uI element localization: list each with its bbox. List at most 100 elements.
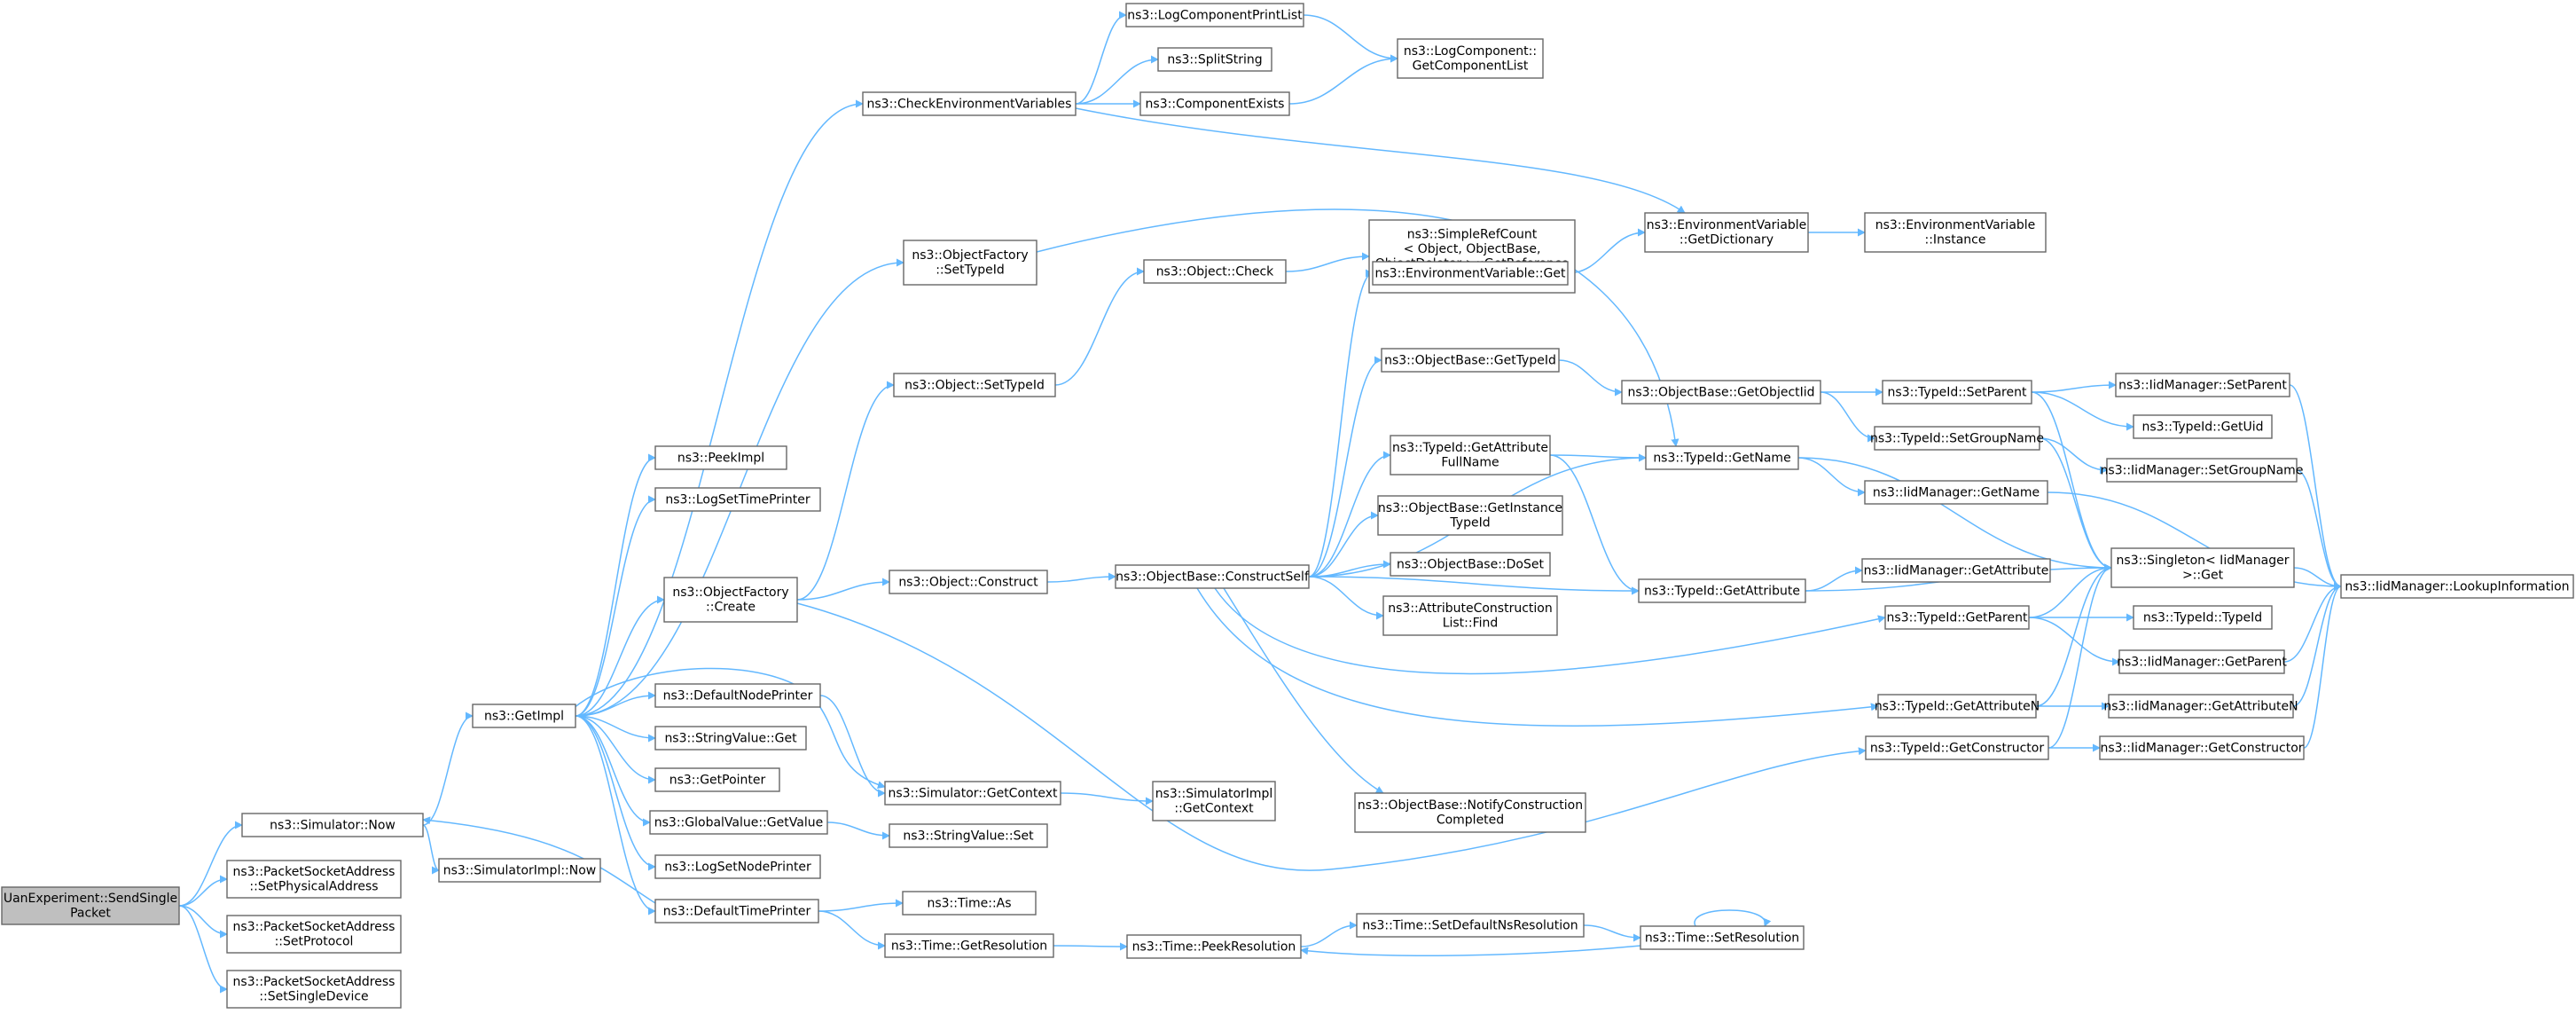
node-box: [1356, 913, 1585, 938]
node-iidsetparent[interactable]: ns3::IidManager::SetParent: [2115, 373, 2290, 397]
node-splitstring[interactable]: ns3::SplitString: [1157, 47, 1272, 72]
edge-typeidsetparent-to-typeidgetuid: [2031, 391, 2134, 431]
node-box: [1882, 380, 2032, 405]
node-typeidgetattrn[interactable]: ns3::TypeId::GetAttributeN: [1875, 694, 2040, 719]
node-label: ns3::DefaultNodePrinter: [663, 688, 813, 703]
node-checkenv[interactable]: ns3::CheckEnvironmentVariables: [862, 91, 1077, 116]
node-logsettimeprinter[interactable]: ns3::LogSetTimePrinter: [654, 487, 821, 512]
node-logsetnodeprinter[interactable]: ns3::LogSetNodePrinter: [654, 854, 821, 879]
node-logcompprintlist[interactable]: ns3::LogComponentPrintList: [1125, 3, 1304, 28]
node-label: ns3::Object::Construct: [898, 575, 1038, 589]
node-box: [1861, 558, 2051, 583]
node-typeidtypeid[interactable]: ns3::TypeId::TypeId: [2133, 605, 2273, 630]
node-objfactsettypeid[interactable]: ns3::ObjectFactory::SetTypeId: [903, 240, 1037, 286]
node-iidgetname[interactable]: ns3::IidManager::GetName: [1864, 480, 2048, 505]
node-objfactcreate[interactable]: ns3::ObjectFactory::Create: [663, 577, 798, 623]
node-objconstruct[interactable]: ns3::Object::Construct: [889, 570, 1048, 594]
node-iidgetattr[interactable]: ns3::IidManager::GetAttribute: [1861, 558, 2051, 583]
node-label: ns3::PeekImpl: [677, 451, 764, 465]
node-typeidgetparent[interactable]: ns3::TypeId::GetParent: [1884, 605, 2030, 630]
node-globalvalget[interactable]: ns3::GlobalValue::GetValue: [649, 810, 828, 835]
node-box: [1143, 259, 1287, 284]
node-timeas[interactable]: ns3::Time::As: [902, 891, 1037, 916]
node-label: ns3::GetPointer: [669, 773, 766, 787]
node-getpointer[interactable]: ns3::GetPointer: [654, 767, 780, 792]
node-typeidsetgroupname[interactable]: ns3::TypeId::SetGroupName: [1870, 426, 2044, 451]
node-typeidgetattr[interactable]: ns3::TypeId::GetAttribute: [1638, 578, 1806, 603]
node-label: ns3::IidManager::GetParent: [2117, 655, 2287, 669]
node-peekres[interactable]: ns3::Time::PeekResolution: [1126, 934, 1302, 959]
node-notifyconstr[interactable]: ns3::ObjectBase::NotifyConstructionCompl…: [1354, 792, 1586, 833]
node-box: [2133, 414, 2273, 439]
node-defnodeprinter[interactable]: ns3::DefaultNodePrinter: [654, 683, 821, 708]
node-simgetctx[interactable]: ns3::Simulator::GetContext: [884, 781, 1061, 806]
node-label: >::Get: [2182, 569, 2224, 583]
node-box: [1864, 212, 2047, 253]
node-box: [2115, 373, 2290, 397]
edge-constructself-to-typeidgetparent: [1214, 587, 1886, 675]
node-getimpl[interactable]: ns3::GetImpl: [472, 704, 576, 728]
node-iidgetattrn[interactable]: ns3::IidManager::GetAttributeN: [2103, 694, 2298, 719]
edge-objsettypeid-to-objcheck: [1054, 267, 1145, 386]
node-typeidgetconstructor[interactable]: ns3::TypeId::GetConstructor: [1865, 735, 2049, 760]
node-box: [1377, 495, 1563, 536]
edge-constructself-to-typeidgetattrn: [1196, 587, 1879, 727]
node-envvargetdict[interactable]: ns3::EnvironmentVariable::GetDictionary: [1644, 212, 1809, 253]
node-compexists[interactable]: ns3::ComponentExists: [1139, 91, 1290, 116]
node-strvalset[interactable]: ns3::StringValue::Set: [889, 823, 1048, 848]
node-box: [2133, 605, 2273, 630]
node-doset[interactable]: ns3::ObjectBase::DoSet: [1390, 552, 1551, 577]
node-box: [889, 823, 1048, 848]
node-setphys[interactable]: ns3::PacketSocketAddress::SetPhysicalAdd…: [226, 860, 402, 899]
node-constructself[interactable]: ns3::ObjectBase::ConstructSelf: [1115, 564, 1310, 589]
node-envvarinstance[interactable]: ns3::EnvironmentVariable::Instance: [1864, 212, 2047, 253]
node-label: ns3::ObjectFactory: [672, 586, 788, 600]
node-label: ns3::GetImpl: [484, 709, 564, 723]
node-setdev[interactable]: ns3::PacketSocketAddress::SetSingleDevic…: [226, 970, 402, 1009]
node-simimplnow[interactable]: ns3::SimulatorImpl::Now: [438, 858, 601, 883]
node-timegetres[interactable]: ns3::Time::GetResolution: [884, 933, 1054, 958]
edge-getimpl-to-checkenv: [575, 99, 864, 717]
edge-getimpl-to-globalvalget: [575, 715, 651, 827]
node-objcheck[interactable]: ns3::Object::Check: [1143, 259, 1287, 284]
node-timesetres[interactable]: ns3::Time::SetResolution: [1640, 925, 1805, 950]
node-simimplgetctx[interactable]: ns3::SimulatorImpl::GetContext: [1152, 781, 1276, 821]
node-setproto[interactable]: ns3::PacketSocketAddress::SetProtocol: [226, 915, 402, 954]
node-typeidgetname[interactable]: ns3::TypeId::GetName: [1645, 445, 1799, 470]
node-box: [1390, 552, 1551, 577]
node-now[interactable]: ns3::Simulator::Now: [241, 813, 424, 837]
edge-setdefaultnsres-to-timesetres: [1583, 924, 1641, 942]
node-iidlookup[interactable]: ns3::IidManager::LookupInformation: [2340, 574, 2574, 599]
node-peekimpl[interactable]: ns3::PeekImpl: [654, 445, 787, 470]
node-singletonget[interactable]: ns3::Singleton< IidManager>::Get: [2110, 547, 2295, 588]
node-envvarget[interactable]: ns3::EnvironmentVariable::Get: [1372, 261, 1569, 286]
edge-typeidgetconstructor-to-singletonget: [2047, 563, 2112, 749]
node-box: [862, 91, 1077, 116]
node-label: ns3::GlobalValue::GetValue: [654, 815, 823, 829]
node-box: [1126, 934, 1302, 959]
node-setdefaultnsres[interactable]: ns3::Time::SetDefaultNsResolution: [1356, 913, 1585, 938]
node-box: [226, 915, 402, 954]
node-label: ::SetProtocol: [275, 935, 354, 949]
node-typeidgetuid[interactable]: ns3::TypeId::GetUid: [2133, 414, 2273, 439]
node-deftimeprinter[interactable]: ns3::DefaultTimePrinter: [654, 899, 819, 924]
node-getobjectiid[interactable]: ns3::ObjectBase::GetObjectIid: [1621, 380, 1821, 405]
node-label: ns3::EnvironmentVariable: [1875, 218, 2036, 232]
edge-objfactcreate-to-objconstruct: [796, 578, 890, 601]
node-iidgetconstructor[interactable]: ns3::IidManager::GetConstructor: [2099, 735, 2305, 760]
node-typeidsetparent[interactable]: ns3::TypeId::SetParent: [1882, 380, 2032, 405]
node-iidsetgroupname[interactable]: ns3::IidManager::SetGroupName: [2101, 458, 2304, 483]
node-label: ns3::StringValue::Get: [664, 731, 797, 745]
node-objbasegettypeid[interactable]: ns3::ObjectBase::GetTypeId: [1381, 348, 1560, 373]
node-label: ns3::PacketSocketAddress: [233, 975, 395, 989]
node-objsettypeid[interactable]: ns3::Object::SetTypeId: [893, 373, 1056, 397]
node-logcompgetlist[interactable]: ns3::LogComponent::GetComponentList: [1397, 38, 1544, 79]
node-iidgetparent[interactable]: ns3::IidManager::GetParent: [2117, 649, 2287, 674]
node-strvalget[interactable]: ns3::StringValue::Get: [654, 726, 807, 751]
node-label: ns3::TypeId::TypeId: [2143, 610, 2262, 625]
